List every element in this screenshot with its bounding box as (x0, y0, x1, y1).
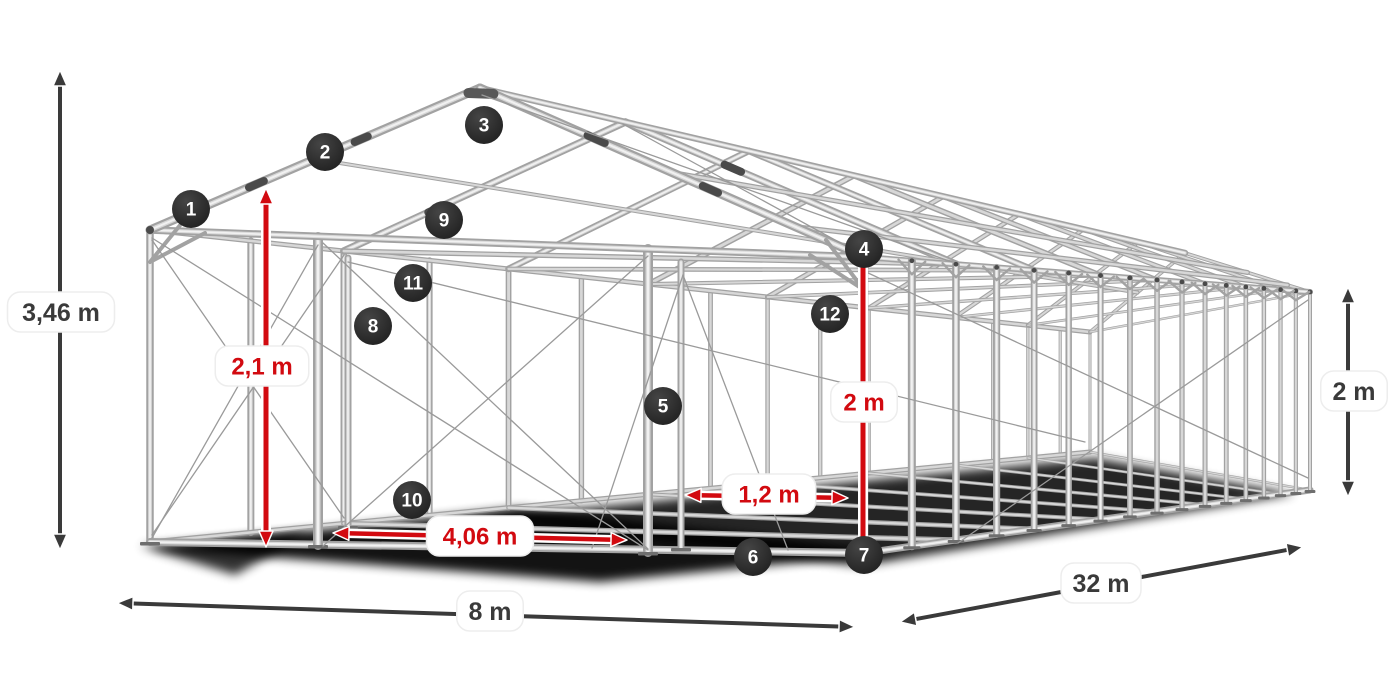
dimension-height-total: 3,46 m (6, 69, 116, 551)
part-marker-number: 8 (368, 317, 379, 338)
dimension-height-side-front: 2 m (830, 262, 898, 550)
part-marker-number: 9 (439, 211, 450, 232)
dimension-label-box (214, 345, 310, 387)
part-marker-5: 5 (644, 387, 682, 425)
part-marker-number: 12 (819, 305, 840, 326)
dimension-label-height-total: 3,46 m (22, 299, 100, 327)
arrowhead (899, 611, 918, 627)
dimension-label-box (1320, 370, 1388, 412)
dimension-label-box (1060, 562, 1142, 604)
part-marker-circle (394, 264, 432, 302)
arrowhead (116, 595, 134, 612)
part-marker-circle (354, 307, 392, 345)
part-marker-circle (172, 190, 210, 228)
part-marker-number: 3 (479, 116, 490, 137)
part-marker-9: 9 (425, 201, 463, 239)
arrowhead (838, 618, 856, 635)
dimension-label-height-side-front: 2 m (843, 389, 884, 416)
dimension-label-height-clear: 2,1 m (231, 353, 292, 380)
dimension-label-box (830, 381, 898, 423)
part-marker-circle (306, 133, 344, 171)
part-marker-12: 12 (811, 295, 849, 333)
dimension-label-length-total: 32 m (1073, 570, 1130, 598)
dimension-label-box (456, 590, 524, 632)
part-marker-7: 7 (845, 536, 883, 574)
part-marker-circle (845, 230, 883, 268)
part-marker-2: 2 (306, 133, 344, 171)
arrowhead (258, 530, 274, 548)
part-marker-number: 5 (658, 397, 669, 418)
part-marker-number: 7 (859, 546, 870, 567)
bracing-cables (151, 94, 1309, 551)
part-marker-circle (734, 538, 772, 576)
arrowhead (52, 69, 68, 87)
arrowhead (610, 531, 628, 548)
dimension-label-box (721, 473, 817, 515)
dimension-label-width-door: 4,06 m (443, 523, 518, 550)
part-marker-11: 11 (394, 264, 432, 302)
part-marker-circle (465, 106, 503, 144)
part-marker-circle (845, 536, 883, 574)
part-marker-circle (425, 201, 463, 239)
dimension-label-width-total: 8 m (468, 598, 511, 626)
part-marker-number: 11 (403, 274, 424, 295)
dimension-annotations: 3,46 m 2,1 m 2 m 4,06 m 1,2 m 8 m 32 m 2 m (6, 69, 1388, 635)
dimension-offset-side: 1,2 m (684, 473, 849, 515)
part-marker-number: 2 (320, 143, 331, 164)
part-marker-number: 4 (859, 240, 870, 261)
part-marker-number: 6 (748, 548, 759, 569)
arrowhead (258, 187, 274, 205)
dimension-width-door: 4,06 m (332, 515, 628, 557)
arrowhead (1340, 480, 1356, 498)
part-marker-4: 4 (845, 230, 883, 268)
part-marker-6: 6 (734, 538, 772, 576)
dimension-length-total: 32 m (899, 542, 1304, 627)
arrowhead (1340, 286, 1356, 304)
part-marker-1: 1 (172, 190, 210, 228)
dimension-label-box (425, 515, 535, 557)
dimension-height-side-rear: 2 m (1320, 286, 1388, 498)
part-marker-10: 10 (393, 481, 431, 519)
arrowhead (52, 533, 68, 551)
part-marker-number: 1 (186, 200, 197, 221)
arrowhead (684, 487, 702, 504)
part-marker-circle (811, 295, 849, 333)
dimension-label-height-side-rear: 2 m (1332, 378, 1375, 406)
dimension-label-box (6, 291, 116, 333)
arrowhead (1285, 542, 1304, 558)
dimension-height-clear: 2,1 m (214, 187, 310, 548)
part-marker-3: 3 (465, 106, 503, 144)
part-marker-circle (644, 387, 682, 425)
part-marker-circle (393, 481, 431, 519)
part-marker-8: 8 (354, 307, 392, 345)
arrowhead (332, 525, 350, 542)
arrowhead (831, 489, 849, 506)
part-marker-number: 10 (401, 491, 422, 512)
dimension-width-total: 8 m (116, 590, 856, 635)
dimension-label-offset-side: 1,2 m (738, 481, 799, 508)
